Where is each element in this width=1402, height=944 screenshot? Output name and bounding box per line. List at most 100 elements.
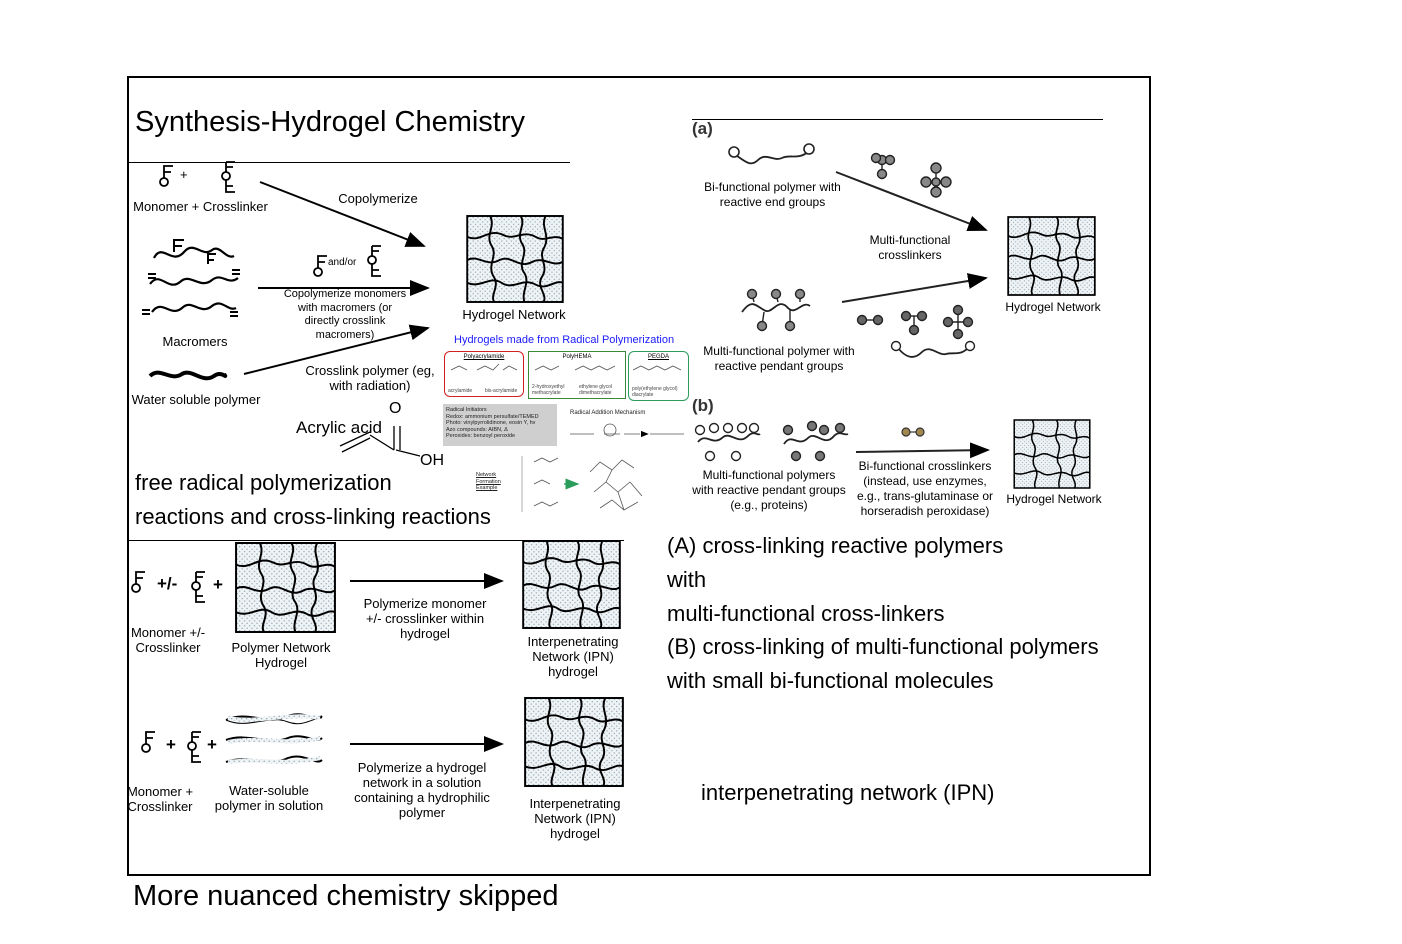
polymer-chain-icon xyxy=(148,370,228,381)
copolymerize-macromers-label: Copolymerize monomers with macromers (or… xyxy=(283,288,407,341)
acrylamide-label: acrylamide xyxy=(448,388,473,394)
panel-a-label: (a) xyxy=(692,119,713,138)
arrow-a1 xyxy=(835,171,988,231)
pegda-label: PEGDA xyxy=(647,354,669,360)
multifunctional-polymers-b-label: Multi-functional polymers with reactive … xyxy=(692,468,846,512)
ab-text-line3: multi-functional cross-linkers xyxy=(667,601,945,626)
bis-acrylamide-label: bis-acrylamide xyxy=(485,388,518,394)
acrylic-acid-label: Acrylic acid xyxy=(296,418,382,437)
reactive-end-icon xyxy=(964,340,976,352)
panel-b-label: (b) xyxy=(692,396,714,415)
crosslinker-icon xyxy=(920,162,952,198)
ab-text-line2: with xyxy=(667,567,707,592)
ab-text-line5: with small bi-functional molecules xyxy=(667,668,994,693)
plus-sign: + xyxy=(166,735,176,754)
polyhema-structure-icon xyxy=(534,365,616,371)
ipn-diagram xyxy=(131,571,504,764)
crosslinker-icon xyxy=(187,731,202,763)
end-group-icon xyxy=(142,309,238,317)
pendant-group-icon xyxy=(173,239,184,252)
crosslinking-schematic xyxy=(694,143,990,462)
plus-sign: + xyxy=(207,735,217,754)
macromers-label: Macromers xyxy=(162,334,228,349)
water-soluble-solution-label: Water-soluble polymer in solution xyxy=(214,783,324,813)
plus-minus-sign: +/- xyxy=(157,574,178,593)
polyhema-box: PolyHEMA 2-hydroxyethyl methacrylate eth… xyxy=(528,351,626,399)
multifunctional-pendant-label: Multi-functional polymer with reactive p… xyxy=(703,344,855,373)
crosslinker-icon xyxy=(221,161,236,193)
ab-text-line1: (A) cross-linking reactive polymers xyxy=(667,533,1004,558)
reactive-end-icon xyxy=(803,143,815,155)
title-underline xyxy=(128,162,570,163)
acrylic-oxygen-label: O xyxy=(389,400,402,417)
arrow-b xyxy=(855,442,990,459)
polyacrylamide-box: Polyacrylamide acrylamide bis-acrylamide xyxy=(444,351,524,397)
ipn-arrow-1-label: Polymerize monomer +/- crosslinker withi… xyxy=(363,596,487,641)
polymer-network-label: Polymer Network Hydrogel xyxy=(231,640,331,670)
egdma-label: ethylene glycol dimethacrylate xyxy=(579,384,613,396)
acrylic-acid-structure-icon xyxy=(339,426,421,457)
ab-text-line4: (B) cross-linking of multi-functional po… xyxy=(667,634,1099,659)
end-group-icon xyxy=(148,269,240,279)
monomer-icon xyxy=(131,571,146,593)
monomer-icon xyxy=(313,255,328,277)
radical-mechanism-label: Radical Addition Mechanism xyxy=(570,410,646,416)
polymer-chain-icon xyxy=(897,347,969,358)
hydrogel-network-b-label: Hydrogel Network xyxy=(1006,492,1102,506)
ipn-result-label: Interpenetrating Network (IPN) hydrogel xyxy=(527,634,619,679)
hydrogel-network-label: Hydrogel Network xyxy=(462,307,566,322)
macromer-chain-icon xyxy=(153,246,235,259)
ipn-monomer-label: Monomer +/- Crosslinker xyxy=(130,625,206,655)
reactive-end-icon xyxy=(890,340,902,352)
section-divider xyxy=(128,540,624,541)
network-example-label: Network Formation Example xyxy=(476,472,501,491)
arrow-a2 xyxy=(841,273,988,303)
copolymerize-arrow xyxy=(259,181,426,247)
protein-polymer-icon xyxy=(782,420,849,462)
radical-inset-title: Hydrogels made from Radical Polymerizati… xyxy=(454,334,675,346)
free-radical-text-line2: reactions and cross-linking reactions xyxy=(135,504,491,529)
crosslinker-icon xyxy=(191,571,206,603)
crosslink-polymer-label: Crosslink polymer (eg, with radiation) xyxy=(305,363,435,393)
water-soluble-polymer-icon xyxy=(225,713,323,764)
crosslinker-icon xyxy=(367,245,382,277)
pegda-box: PEGDA poly(ethylene glycol) diacrylate xyxy=(628,351,689,401)
hydrogel-synthesis-diagram xyxy=(142,161,430,381)
plus-sign: + xyxy=(180,167,188,182)
radical-initiators-text: Radical Initiators Redox: ammonium persu… xyxy=(446,407,539,439)
network-formation-example-icon xyxy=(521,456,643,512)
protein-polymer-icon xyxy=(694,422,761,462)
hydrogel-network-icon xyxy=(1013,419,1091,489)
polymer-network-icon xyxy=(235,542,336,633)
hydrogel-network-icon xyxy=(1007,216,1096,296)
macromer-chain-icon xyxy=(149,276,239,286)
water-soluble-polymer-label: Water soluble polymer xyxy=(131,392,261,407)
acrylic-oh-label: OH xyxy=(420,452,444,469)
bifunctional-crosslinker-icon xyxy=(901,427,925,437)
radical-mechanism-icon xyxy=(570,423,684,438)
right-panel-top-border xyxy=(692,119,1103,120)
pendant-group-icon xyxy=(207,253,216,264)
crosslinker-icon xyxy=(870,152,896,180)
ipn-monomer-crosslinker-label: Monomer + Crosslinker xyxy=(126,784,194,814)
bifunctional-polymer-label: Bi-functional polymer with reactive end … xyxy=(704,180,841,209)
ipn-hydrogel-icon xyxy=(524,697,624,787)
pendant-polymer-chain-icon xyxy=(741,303,811,313)
monomer-crosslinker-label: Monomer + Crosslinker xyxy=(133,199,268,214)
plus-sign: + xyxy=(213,575,223,594)
monomer-icon xyxy=(141,731,156,753)
slide-frame xyxy=(127,76,1151,876)
ipn-result-label: Interpenetrating Network (IPN) hydrogel xyxy=(529,796,621,841)
radical-initiators-box: Radical Initiators Redox: ammonium persu… xyxy=(443,404,557,446)
polymer-chain-icon xyxy=(733,151,809,165)
monomer-icon xyxy=(159,165,174,187)
and-or-label: and/or xyxy=(328,257,357,268)
crosslinker-icon xyxy=(856,304,974,340)
polyhema-label: PolyHEMA xyxy=(562,354,592,360)
ipn-caption: interpenetrating network (IPN) xyxy=(701,780,995,805)
hydrogel-network-icon xyxy=(466,215,564,303)
slide-title: Synthesis-Hydrogel Chemistry xyxy=(135,106,526,138)
hema-label: 2-hydroxyethyl methacrylate xyxy=(532,384,565,396)
pegda-structure-icon xyxy=(632,365,682,371)
ipn-hydrogel-icon xyxy=(522,540,621,629)
